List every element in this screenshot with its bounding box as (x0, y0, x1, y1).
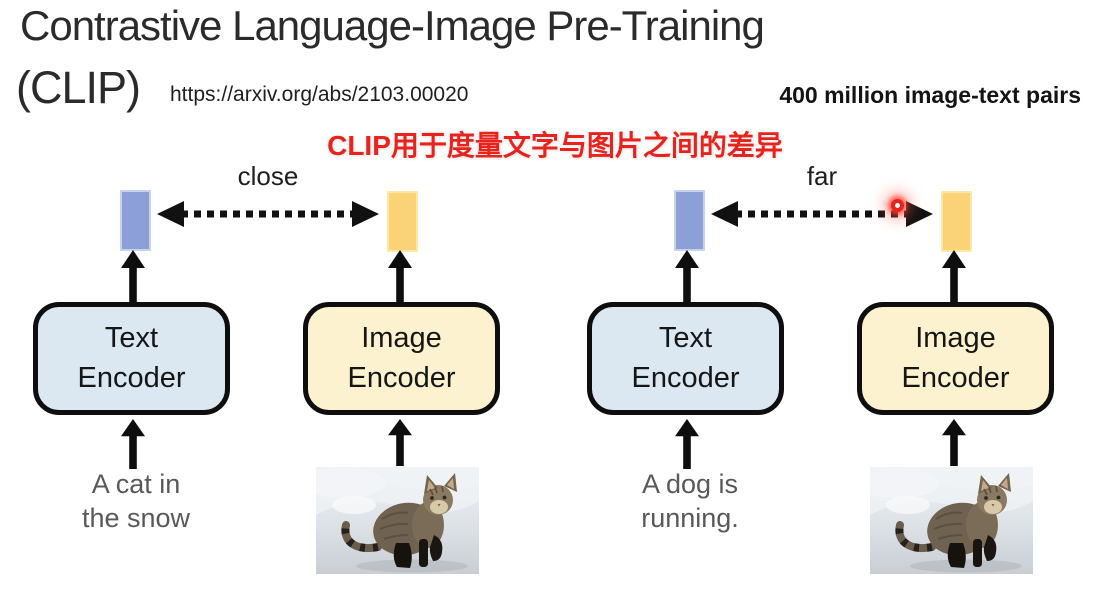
cat-in-snow-photo (870, 467, 1033, 574)
text-encoder-box: Text Encoder (33, 302, 230, 415)
up-arrow-into-image-encoder (939, 419, 969, 466)
text-embedding-rect (120, 190, 151, 251)
up-arrow-text-embedding (118, 250, 148, 302)
image-embedding-rect (387, 191, 418, 252)
image-encoder-box: Image Encoder (303, 302, 500, 415)
cat-in-snow-photo (316, 467, 479, 574)
chinese-annotation: CLIP用于度量文字与图片之间的差异 (327, 130, 783, 161)
up-arrow-image-embedding (939, 250, 969, 302)
text-embedding-rect (674, 190, 705, 251)
up-arrow-into-text-encoder (672, 419, 702, 469)
up-arrow-into-text-encoder (118, 419, 148, 469)
distance-label: far (806, 161, 838, 191)
clip-pair-group-match: close Text Encoder Image Encoder A cat i… (0, 0, 551, 602)
image-encoder-box: Image Encoder (857, 302, 1054, 415)
distance-label: close (237, 161, 299, 191)
slide-title-line2: (CLIP) (16, 62, 141, 113)
arxiv-link[interactable]: https://arxiv.org/abs/2103.00020 (170, 83, 469, 106)
up-arrow-into-image-encoder (385, 419, 415, 466)
image-embedding-rect (941, 191, 972, 252)
dataset-size-note: 400 million image-text pairs (779, 82, 1081, 108)
slide-title-line1: Contrastive Language-Image Pre-Training (20, 2, 765, 49)
up-arrow-text-embedding (672, 250, 702, 302)
text-encoder-box: Text Encoder (587, 302, 784, 415)
similarity-double-arrow (155, 196, 381, 232)
up-arrow-image-embedding (385, 250, 415, 302)
clip-pair-group-nonmatch: far Text Encoder Image Encoder A dog is … (554, 0, 1103, 602)
text-input-caption: A cat in the snow (81, 469, 191, 533)
laser-pointer-dot (891, 199, 904, 212)
text-input-caption: A dog is running. (641, 469, 739, 533)
